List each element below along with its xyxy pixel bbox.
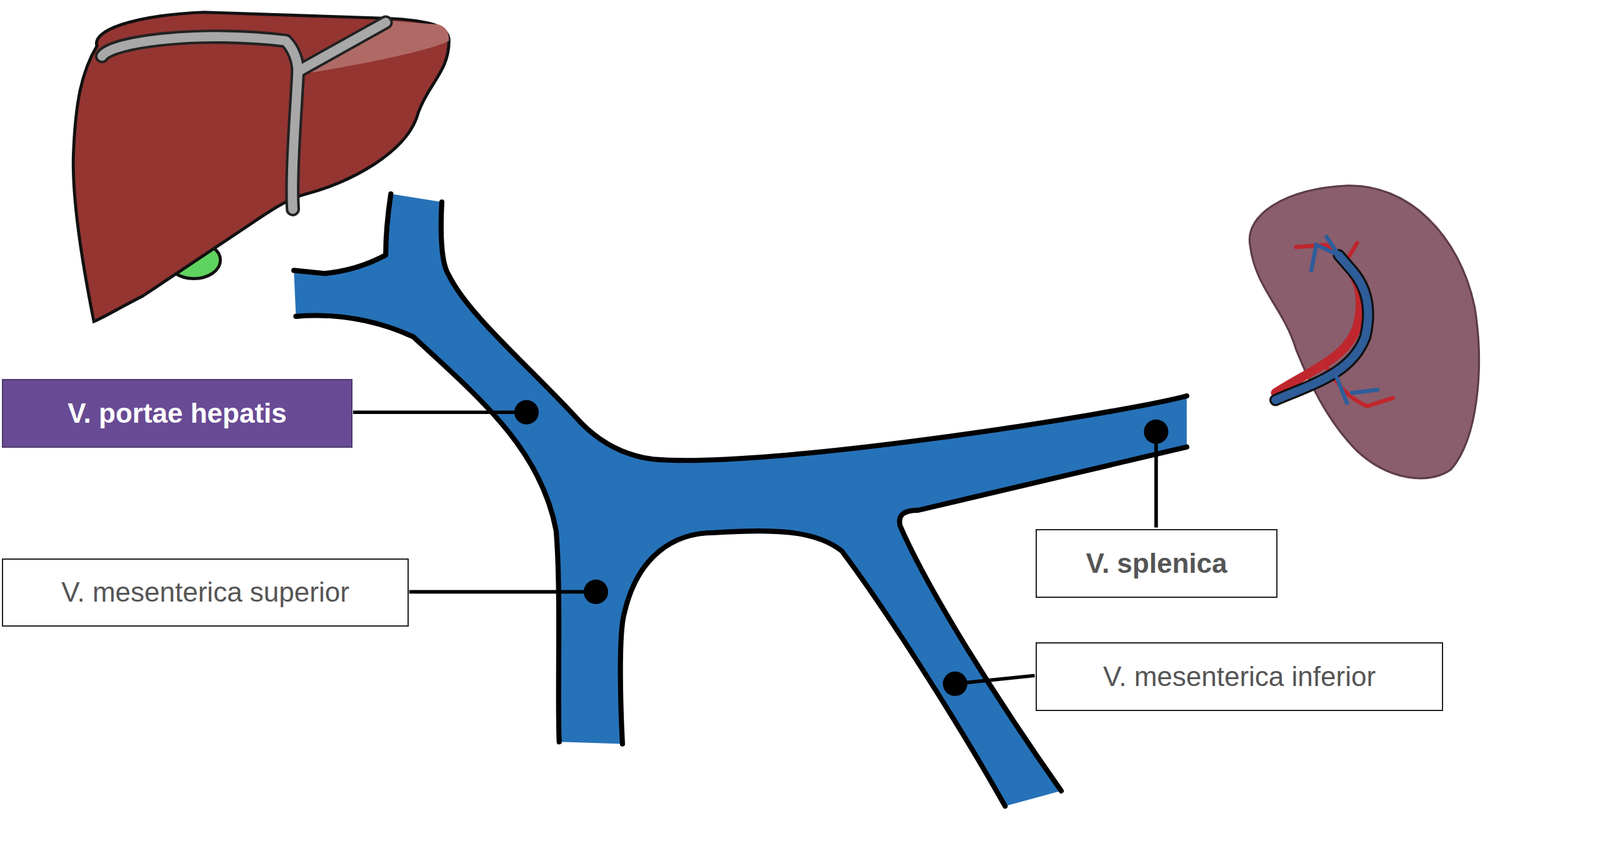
vein-wall: [441, 201, 1187, 460]
label-text: V. mesenterica inferior: [1103, 660, 1376, 694]
vessel-edge: [1275, 255, 1369, 400]
label-box: V. splenica: [1035, 528, 1278, 598]
leader-line: [1154, 431, 1159, 527]
leader-dot: [514, 400, 539, 425]
leader-dot: [1143, 419, 1169, 444]
splenic-artery: [1275, 263, 1361, 393]
label-text: V. portae hepatis: [67, 396, 287, 430]
leader-dot: [943, 671, 968, 696]
spleen-outline: [1249, 185, 1479, 479]
label-text: V. splenica: [1086, 546, 1228, 580]
label-text: V. mesenterica superior: [61, 575, 350, 609]
splenic-vein-small: [1275, 255, 1369, 400]
label-box-highlight: V. portae hepatis: [1, 378, 353, 448]
label-box: V. mesenterica inferior: [1035, 641, 1444, 711]
vein-wall: [620, 530, 1006, 806]
ligament-edge: [101, 22, 386, 72]
leader-line: [353, 410, 527, 414]
ligament: [292, 71, 299, 209]
spleen-illustration: [1249, 185, 1479, 479]
vein-branch: [1311, 236, 1378, 404]
vein-fill: [293, 193, 1187, 806]
vein-wall: [293, 193, 391, 274]
label-box: V. mesenterica superior: [1, 558, 409, 627]
ligament: [101, 22, 386, 72]
portal-system: [293, 193, 1187, 806]
vein-wall: [899, 446, 1187, 791]
leader-dot: [583, 579, 609, 604]
ligament-edge: [292, 71, 299, 209]
leader-line: [409, 590, 597, 594]
